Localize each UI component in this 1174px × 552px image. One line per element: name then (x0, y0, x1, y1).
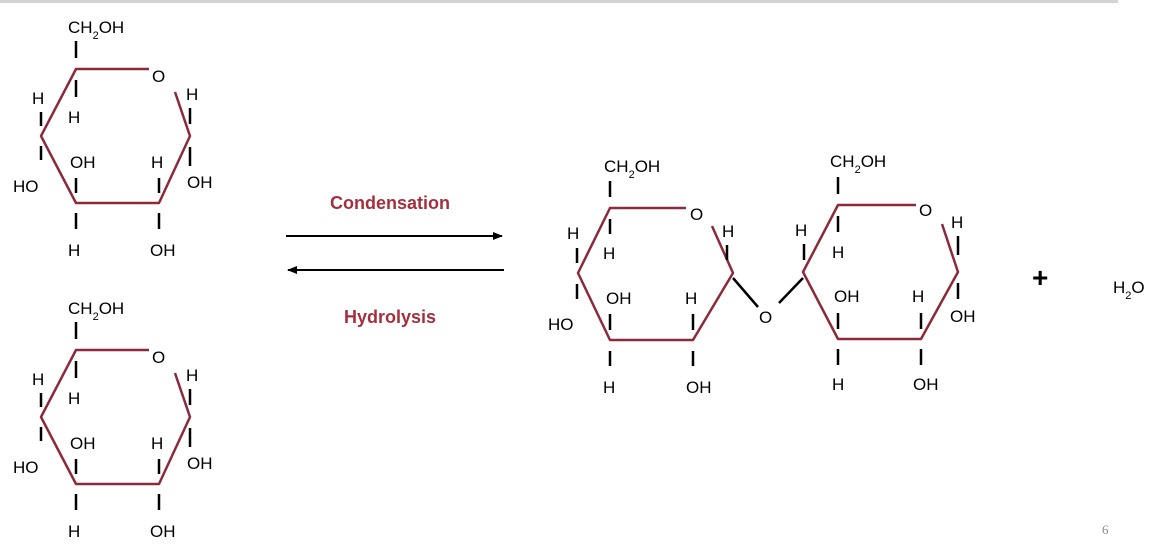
c2-substituents: H OH (150, 434, 176, 541)
disaccharide-molecule: O CH2OH H H HO OH H H OH H O (548, 152, 976, 397)
ring-oxygen-label: O (919, 201, 932, 220)
h-label: H (722, 222, 734, 241)
ring-bonds (576, 206, 735, 342)
c3-substituents: OH H (68, 153, 96, 260)
glycosidic-linkage: O (732, 277, 804, 327)
c3-substituents: OH H (68, 434, 96, 541)
h-label: H (68, 522, 80, 541)
h-label: H (685, 289, 697, 308)
ho-label: HO (13, 177, 39, 196)
h-label: H (832, 375, 844, 394)
oh-label: OH (686, 378, 712, 397)
h-label: H (151, 153, 163, 172)
top-divider (0, 0, 1118, 3)
h-label: H (151, 434, 163, 453)
oh-label: OH (834, 287, 860, 306)
oh-label: OH (70, 153, 96, 172)
ch2oh-label: CH2OH (604, 157, 660, 181)
c2-substituents: H OH (150, 153, 176, 260)
h-label: H (795, 221, 807, 240)
oh-label: OH (187, 454, 213, 473)
ring-oxygen-label: O (152, 348, 165, 367)
h-label: H (603, 378, 615, 397)
glucose-molecule-2: O CH2OH H H HO OH H H OH H (13, 299, 213, 541)
ho-label: HO (548, 315, 574, 334)
c1-substituents: H OH (186, 85, 213, 192)
hydrolysis-label: Hydrolysis (344, 307, 436, 327)
condensation-label: Condensation (330, 193, 450, 213)
c4-substituents: H HO (13, 370, 44, 477)
c5-substituents: CH2OH H (68, 18, 124, 127)
ring-bonds (39, 67, 192, 205)
water-label: H2O (1113, 278, 1145, 302)
plus-sign: + (1032, 262, 1048, 293)
oh-label: OH (150, 241, 176, 260)
ch2oh-label: CH2OH (68, 299, 124, 323)
h-label: H (32, 89, 44, 108)
page-number: 6 (1102, 522, 1109, 537)
oh-label: OH (150, 522, 176, 541)
reaction-arrows: Condensation Hydrolysis (286, 193, 504, 327)
c5-substituents: CH2OH H (68, 299, 124, 408)
h-label: H (832, 243, 844, 262)
glucose-molecule-1: O CH2OH H H HO OH H H OH H (13, 18, 213, 260)
c1-substituents: H OH (186, 366, 213, 473)
ch2oh-label: CH2OH (830, 152, 886, 176)
bridge-oxygen-label: O (759, 308, 772, 327)
h-label: H (567, 224, 579, 243)
h-label: H (68, 108, 80, 127)
ch2oh-label: CH2OH (68, 18, 124, 42)
h-label: H (32, 370, 44, 389)
ring-oxygen-label: O (690, 205, 703, 224)
oh-label: OH (187, 173, 213, 192)
h-label: H (603, 244, 615, 263)
oh-label: OH (606, 289, 632, 308)
oh-label: OH (950, 307, 976, 326)
oh-label: OH (70, 434, 96, 453)
left-glucose-unit: O CH2OH H H HO OH H H OH H (548, 157, 734, 397)
h-label: H (912, 287, 924, 306)
h-label: H (68, 389, 80, 408)
ho-label: HO (13, 458, 39, 477)
h-label: H (186, 366, 198, 385)
h-label: H (68, 241, 80, 260)
ring-bonds (801, 203, 960, 341)
ring-bonds (39, 348, 192, 486)
ring-oxygen-label: O (152, 67, 165, 86)
right-glucose-unit: O CH2OH H H OH H H OH H OH (795, 152, 976, 394)
oh-label: OH (913, 375, 939, 394)
c4-substituents: H HO (13, 89, 44, 196)
h-label: H (951, 213, 963, 232)
h-label: H (186, 85, 198, 104)
